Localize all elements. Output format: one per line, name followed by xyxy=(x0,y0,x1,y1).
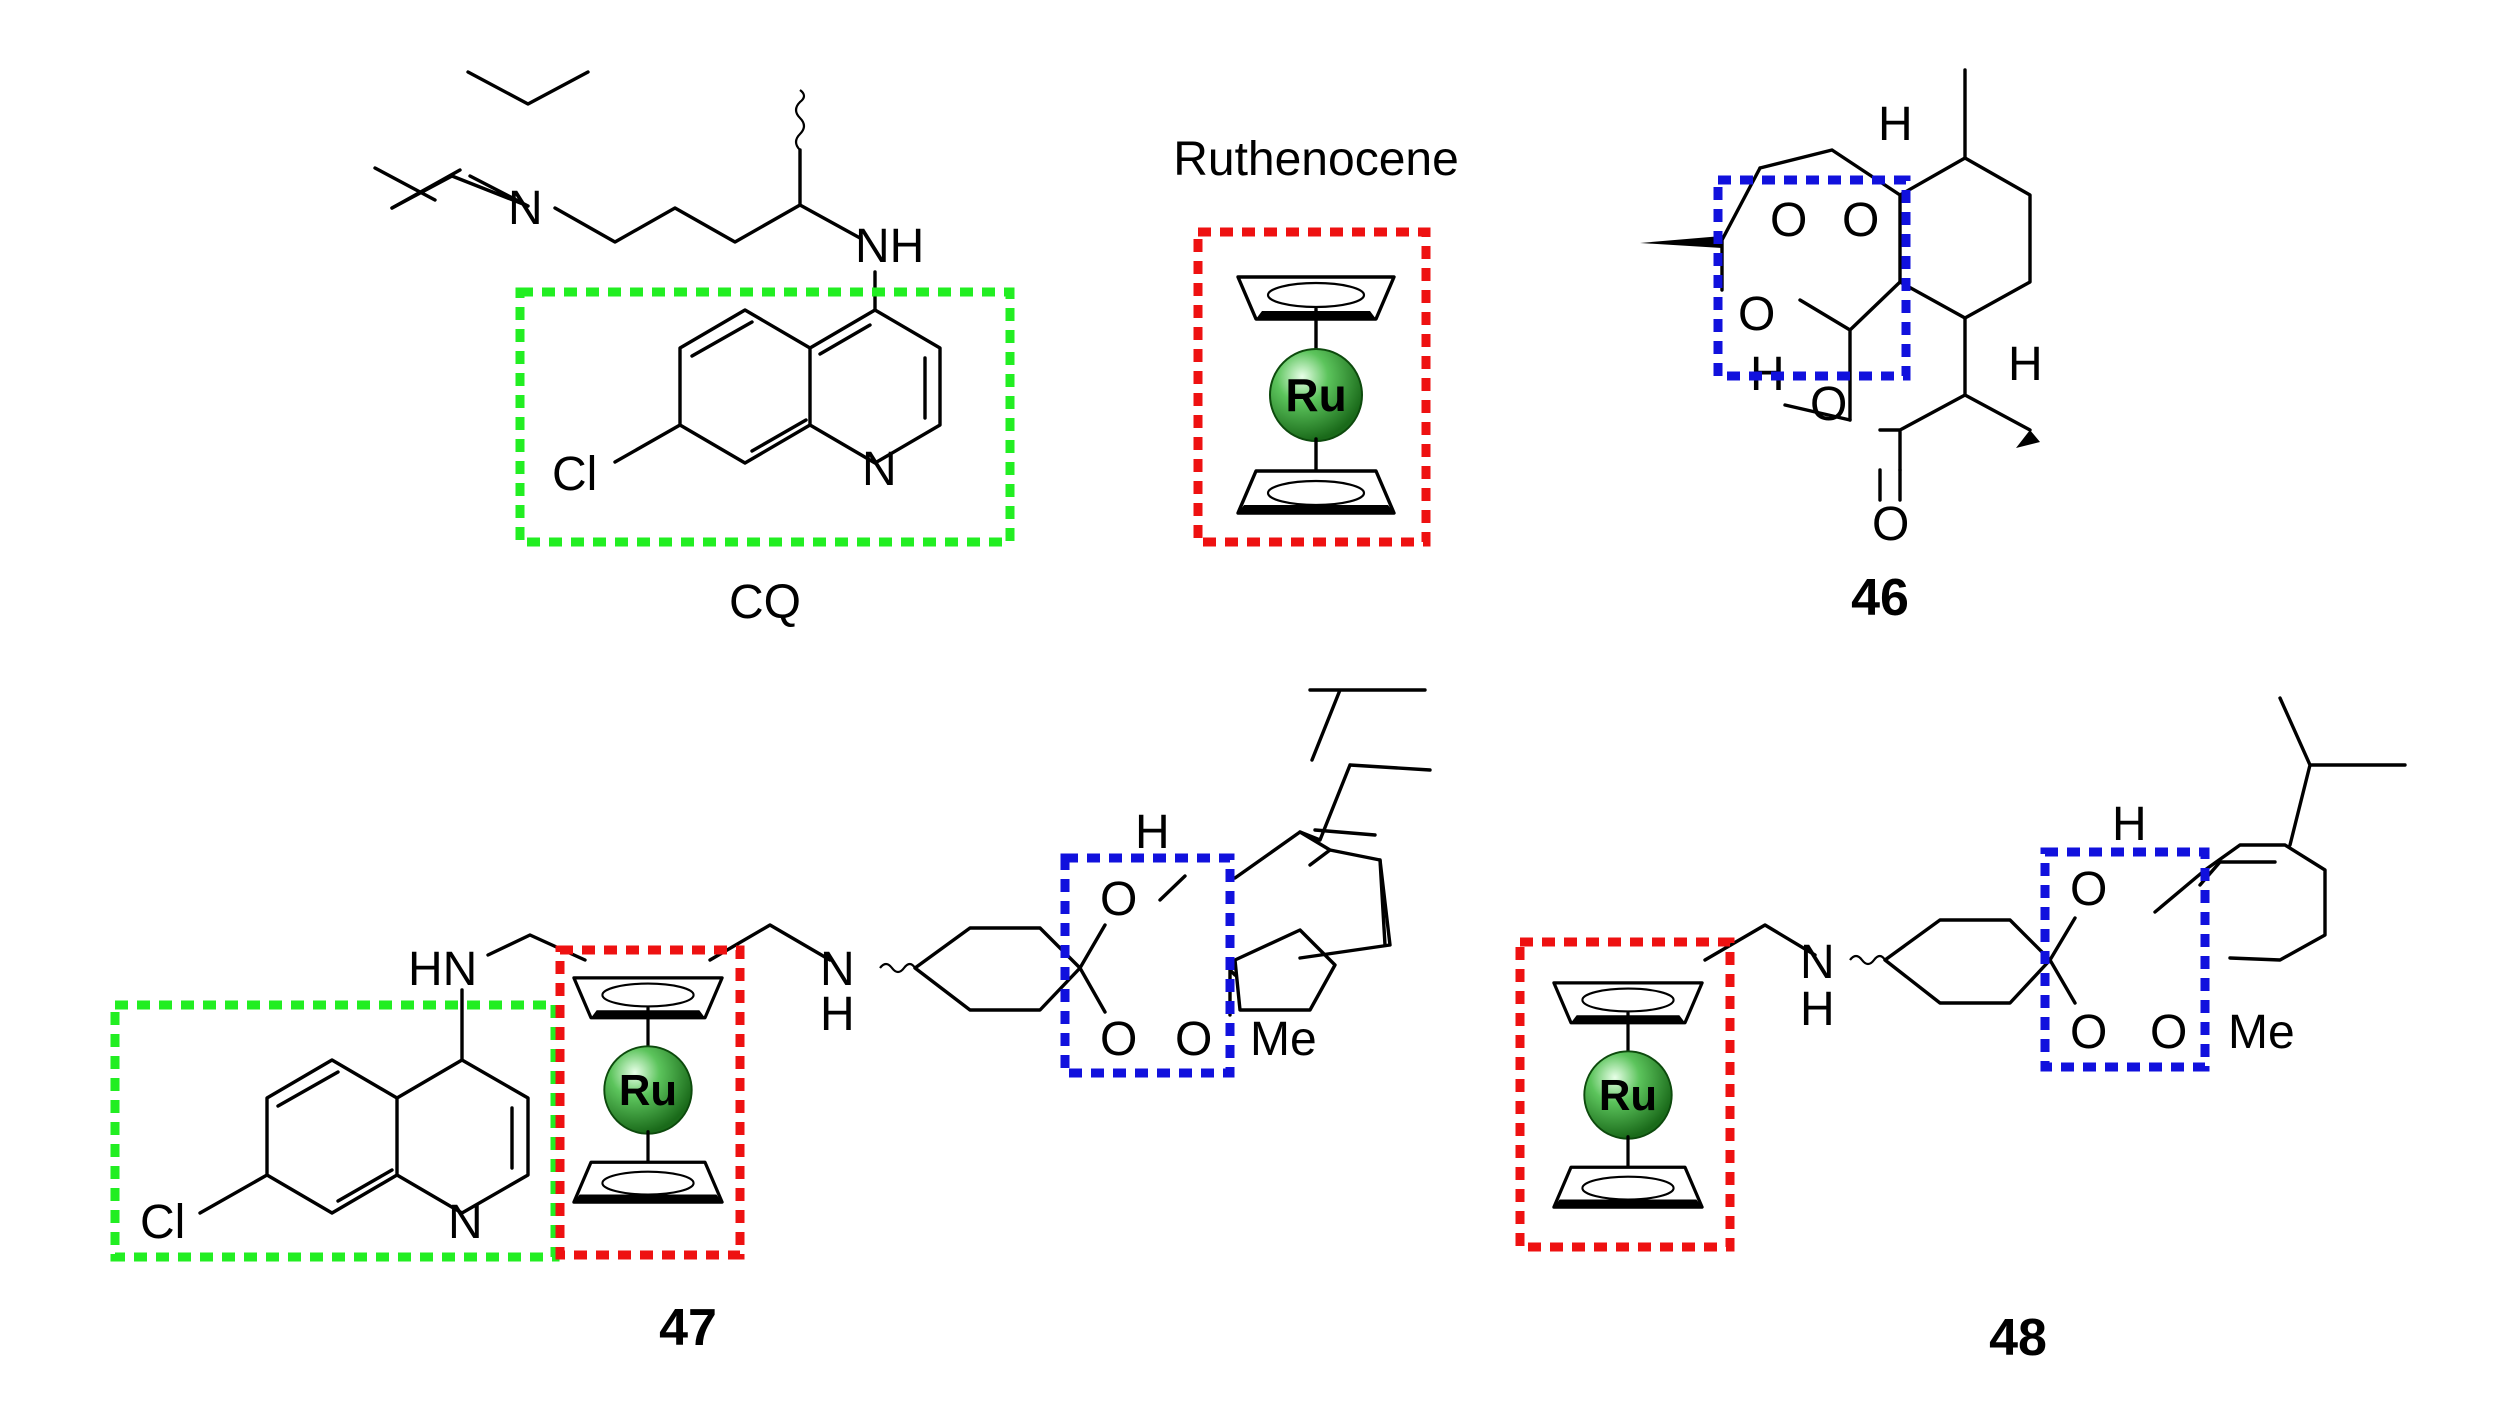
atom-o2-47: O xyxy=(1100,1013,1137,1066)
caption-48: 48 xyxy=(1989,1309,2047,1367)
caption-47: 47 xyxy=(659,1299,717,1357)
atom-h-47: H xyxy=(1135,806,1170,859)
ruthenocene-structure: Ru xyxy=(1236,275,1396,515)
atom-h-nh-47: H xyxy=(820,988,855,1041)
quinoline-highlight-box-47 xyxy=(110,1000,560,1262)
atom-n-48: N xyxy=(1800,936,1835,989)
ruthenocene-unit-48: Ru xyxy=(1552,981,1704,1209)
peroxide-highlight-box-46 xyxy=(1713,175,1911,381)
atom-n-cq: N xyxy=(508,182,543,235)
quinoline-highlight-box xyxy=(515,287,1015,547)
atom-h-nh-48: H xyxy=(1800,983,1835,1036)
caption-cq: CQ xyxy=(729,576,801,629)
ruthenocene-unit-47: Ru xyxy=(572,976,724,1204)
atom-o5-46: O xyxy=(1872,498,1909,551)
atom-o1-46: O xyxy=(1770,194,1807,247)
atom-n-ring-cq: N xyxy=(862,443,897,496)
molecule-48 xyxy=(1703,696,2407,1005)
atom-o3-46: O xyxy=(1738,288,1775,341)
atom-me-47: Me xyxy=(1250,1013,1317,1066)
ruthenocene-highlight-box-47 xyxy=(555,945,745,1260)
ruthenocene-highlight-box xyxy=(1193,227,1431,547)
molecule-46 xyxy=(1720,68,2032,502)
atom-o1-48: O xyxy=(2070,863,2107,916)
molecule-47 xyxy=(198,688,1432,1215)
atom-ru-47: Ru xyxy=(619,1066,677,1115)
caption-ruthenocene: Ruthenocene xyxy=(1173,133,1459,186)
atom-ru-ruthenocene: Ru xyxy=(1285,369,1346,421)
methyl-wedge-46 xyxy=(1640,236,1722,248)
atom-o2-46: O xyxy=(1842,194,1879,247)
atom-n-ring-47: N xyxy=(448,1196,483,1249)
atom-o1-47: O xyxy=(1100,873,1137,926)
atom-h-48: H xyxy=(2112,798,2147,851)
methyl-wedge-46b xyxy=(2016,430,2040,448)
atom-ru-48: Ru xyxy=(1599,1071,1657,1120)
atom-hn-47: HN xyxy=(408,943,477,996)
peroxide-highlight-box-47 xyxy=(1060,853,1235,1078)
peroxide-highlight-box-48 xyxy=(2040,847,2210,1072)
atom-o3-47: O xyxy=(1175,1013,1212,1066)
atom-me-48: Me xyxy=(2228,1006,2295,1059)
ruthenocene-highlight-box-48 xyxy=(1515,937,1735,1252)
atom-n-47: N xyxy=(820,943,855,996)
atom-o2-48: O xyxy=(2070,1006,2107,1059)
atom-h1-46: H xyxy=(1878,98,1913,151)
atom-cl-cq: Cl xyxy=(552,448,597,501)
caption-46: 46 xyxy=(1851,569,1909,627)
atom-nh-cq: NH xyxy=(855,220,924,273)
molecule-cq xyxy=(373,70,942,465)
atom-h3-46: H xyxy=(2008,338,2043,391)
atom-cl-47: Cl xyxy=(140,1196,185,1249)
atom-o3-48: O xyxy=(2150,1006,2187,1059)
atom-o4-46: O xyxy=(1810,378,1847,431)
